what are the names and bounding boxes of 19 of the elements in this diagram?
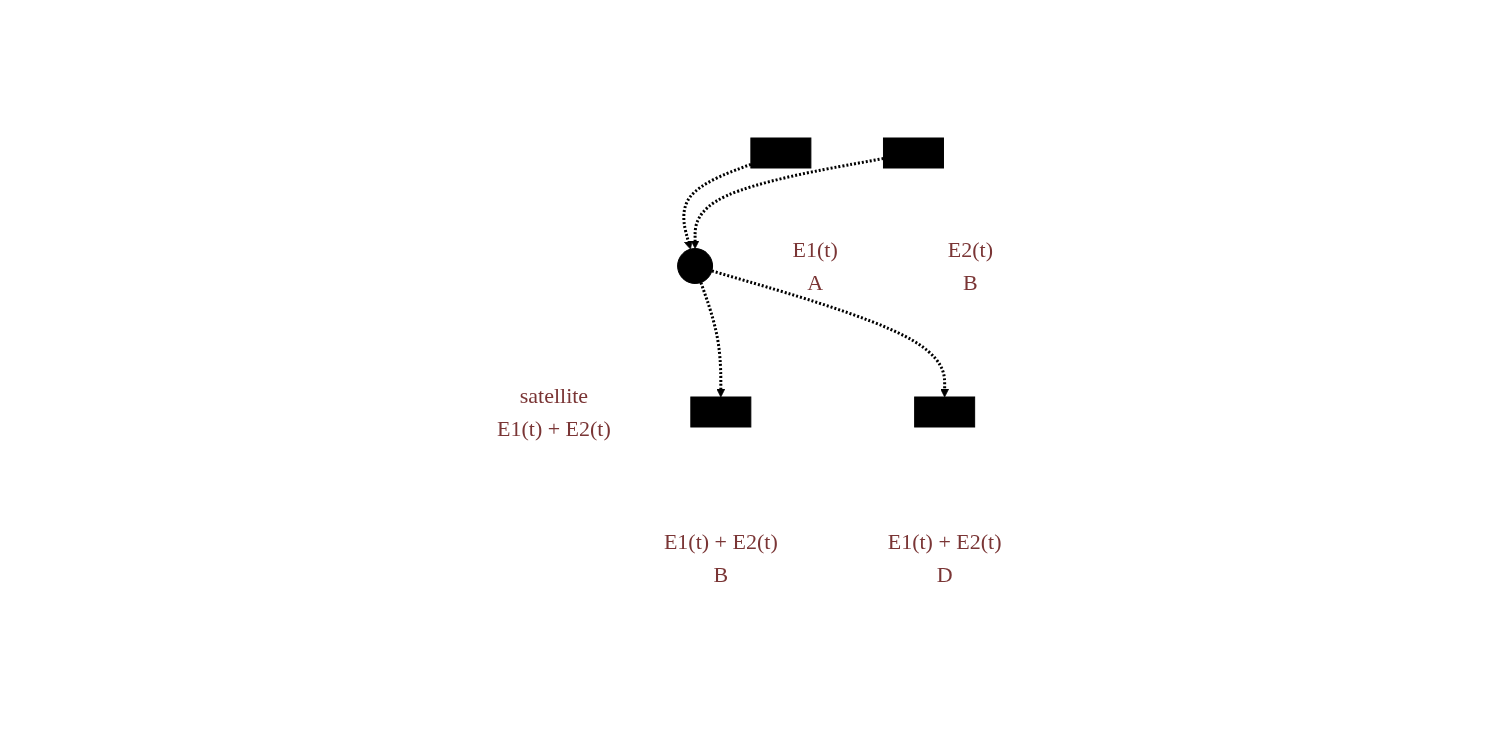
arrow [690,157,884,249]
node-label: D [936,562,953,587]
node-label: B [963,270,978,295]
node-label: E2(t) [948,237,994,262]
arrow [711,269,950,398]
node-box [690,396,752,428]
node-label: E1(t) + E2(t) [497,416,612,441]
node-label: satellite [519,383,589,408]
node-box [883,137,945,169]
node-label: B [713,562,729,587]
node-label: E1(t) [792,237,839,262]
node-box [914,396,976,428]
node-circle [677,248,714,284]
node-label: E1(t) + E2(t) [664,529,778,554]
node-label: E1(t) + E2(t) [887,529,1002,554]
arrow [682,162,752,250]
node-label: A [807,270,824,295]
arrow [699,282,726,398]
node-box [750,137,812,169]
